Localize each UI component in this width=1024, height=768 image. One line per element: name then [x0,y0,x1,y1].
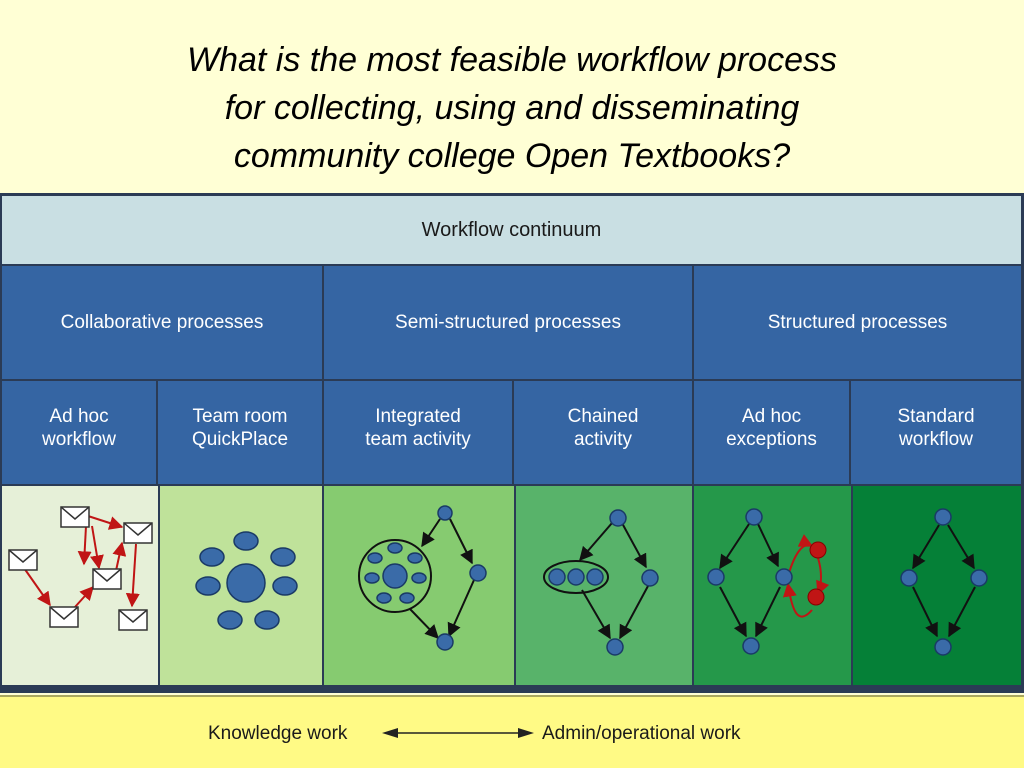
exception-flow-icon [694,486,851,685]
knowledge-work-label: Knowledge work [208,723,348,744]
slide-title: What is the most feasible workflow proce… [60,36,964,180]
type-ad-hoc-exceptions: Ad hoc exceptions [694,381,849,484]
title-line-1: What is the most feasible workflow proce… [186,41,838,79]
type-label: Ad hoc workflow [42,405,116,450]
type-label: Integrated team activity [365,405,471,450]
type-label: Ad hoc exceptions [726,405,817,450]
type-chained-activity: Chained activity [514,381,692,484]
category-collaborative: Collaborative processes [2,266,322,379]
workflow-diagram: Workflow continuum Collaborative process… [0,193,1024,693]
category-semi-structured: Semi-structured processes [324,266,692,379]
type-label: Standard workflow [897,405,975,450]
hub-spoke-icon [160,486,322,685]
integrated-flow-icon [324,486,514,685]
type-standard-workflow: Standard workflow [851,381,1021,484]
title-line-2: for collecting, using and disseminating [224,89,800,127]
type-ad-hoc-workflow: Ad hoc workflow [2,381,156,484]
envelope-network-icon [2,486,158,685]
continuum-header: Workflow continuum [2,196,1021,264]
type-label: Team room QuickPlace [191,405,289,450]
chained-flow-icon [516,486,692,685]
continuum-legend: Knowledge work Admin/operational work [0,695,1024,768]
category-structured: Structured processes [694,266,1021,379]
admin-operational-work-label: Admin/operational work [542,723,741,744]
standard-flow-icon [853,486,1021,685]
double-arrow-icon [382,728,534,738]
type-team-room: Team room QuickPlace [158,381,322,484]
title-line-3: community college Open Textbooks? [233,137,791,175]
type-label: Chained activity [567,405,639,450]
type-integrated-team-activity: Integrated team activity [324,381,512,484]
